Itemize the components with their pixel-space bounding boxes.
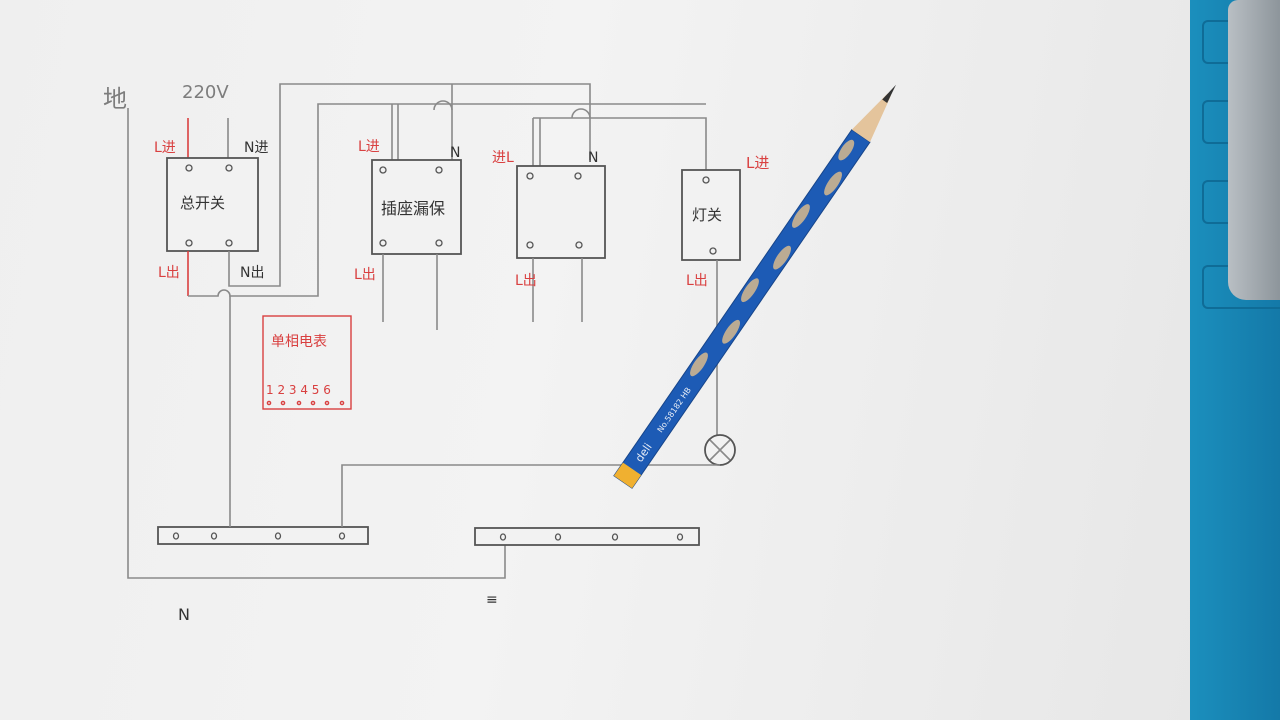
l-bus-wire [188,103,706,297]
wiring-diagram: 地 220V L进 N进 总开关 L出 N出 L进 N 插座漏保 L出 进L N… [103,82,897,624]
hop-2 [571,108,591,119]
meter-label: 单相电表 [271,334,327,350]
main-switch-label: 总开关 [180,194,225,212]
socket-l-in-label: L进 [358,139,380,155]
terminal [709,247,717,255]
socket-rcd-box [371,159,462,255]
socket-n-label: N [450,145,460,161]
terminal [574,172,582,180]
terminal [225,164,233,172]
main-n-out-label: N出 [240,265,264,281]
terminal [526,172,534,180]
pencil-wood-tip [851,93,891,143]
breaker-in-l-label: 进L [492,150,514,166]
meter-digits: 1 2 3 4 5 6 [266,383,331,397]
main-l-out-label: L出 [158,265,180,281]
main-n-in-label: N进 [244,140,268,156]
light-switch-box [681,169,741,261]
metal-clip [1228,0,1280,300]
terminal [435,239,443,247]
terminal [225,239,233,247]
ground-label: 地 [103,85,127,113]
socket-rcd-label: 插座漏保 [381,199,445,218]
main-switch-box [166,157,259,252]
terminal [379,166,387,174]
terminal [526,241,534,249]
voltage-label: 220V [182,82,229,103]
light-l-in-label: L进 [746,154,769,172]
hop-1 [433,100,453,111]
ground-bar [474,527,700,546]
ground-mark: ≡ [486,592,498,608]
terminal [379,239,387,247]
n-bus-wire [450,83,591,160]
lamp-return [341,464,720,527]
socket-l-out-label: L出 [354,267,376,283]
pencil-lead [882,84,897,103]
lamp-cross [709,439,731,461]
terminal [185,239,193,247]
l-bus-lower [533,117,707,170]
main-l-in-label: L进 [154,140,176,156]
terminal [702,176,710,184]
terminal [575,241,583,249]
meter-terminals [266,400,345,406]
meter-box [262,315,352,410]
ground-wire [127,108,506,579]
neutral-bar-label: N [178,605,190,624]
pencil-cap [613,462,642,489]
n-out-wire [228,83,450,287]
pencil: deli No.58182 HB [613,84,897,489]
neutral-bar [157,526,369,545]
terminal [435,166,443,174]
light-switch-label: 灯关 [692,206,722,224]
breaker-l-out-label: L出 [515,273,537,289]
neutral-bar-terminals [172,532,346,540]
pencil-grip-dots [690,139,855,377]
light-l-out-label: L出 [686,273,708,289]
ground-bar-terminals [499,533,684,541]
paper-background [0,0,1195,720]
terminal [185,164,193,172]
breaker-n-label: N [588,150,598,166]
